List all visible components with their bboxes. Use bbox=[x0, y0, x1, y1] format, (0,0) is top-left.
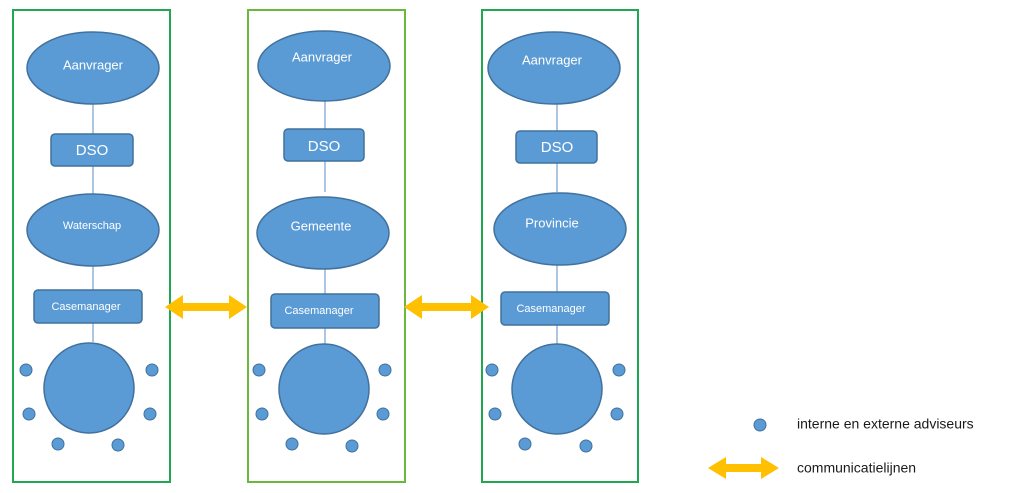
advisor-dot bbox=[612, 363, 626, 377]
advisor-dot bbox=[255, 407, 269, 421]
column-gemeente: Aanvrager DSO Gemeente Casemanager bbox=[247, 9, 406, 483]
authority-node: Gemeente bbox=[256, 196, 390, 270]
column-waterschap: Aanvrager DSO Waterschap Casemanager bbox=[12, 9, 171, 483]
advisor-dot bbox=[285, 437, 299, 451]
applicant-node: Aanvrager bbox=[257, 30, 391, 102]
advisor-dot bbox=[252, 363, 266, 377]
dso-node: DSO bbox=[515, 130, 598, 164]
advisory-table bbox=[511, 343, 603, 435]
advisor-dot bbox=[376, 407, 390, 421]
legend-advisors-label: interne en externe adviseurs bbox=[797, 416, 974, 432]
advisor-dot bbox=[488, 407, 502, 421]
applicant-node: Aanvrager bbox=[487, 31, 621, 105]
legend: interne en externe adviseurs communicati… bbox=[708, 416, 974, 479]
advisory-group bbox=[485, 343, 626, 453]
advisor-dot bbox=[518, 437, 532, 451]
advisor-dot bbox=[145, 363, 159, 377]
casemanager-node: Casemanager bbox=[500, 291, 610, 326]
column-frame bbox=[12, 9, 171, 483]
dso-node: DSO bbox=[283, 128, 365, 162]
authority-node: Provincie bbox=[493, 192, 627, 266]
column-frame bbox=[247, 9, 406, 483]
casemanager-label: Casemanager bbox=[516, 303, 585, 315]
casemanager-label: Casemanager bbox=[51, 301, 120, 313]
dso-label: DSO bbox=[541, 139, 574, 156]
advisory-group bbox=[252, 343, 392, 453]
legend-arrow-icon bbox=[708, 457, 779, 479]
column-frame bbox=[481, 9, 639, 483]
communication-arrow-right bbox=[404, 295, 489, 319]
advisor-dot bbox=[111, 438, 125, 452]
authority-label: Provincie bbox=[525, 215, 578, 230]
column-provincie: Aanvrager DSO Provincie Casemanager bbox=[481, 9, 639, 483]
applicant-label: Aanvrager bbox=[63, 57, 124, 72]
advisory-table bbox=[278, 343, 370, 435]
casemanager-node: Casemanager bbox=[33, 289, 143, 324]
dso-label: DSO bbox=[76, 142, 109, 159]
applicant-label: Aanvrager bbox=[522, 52, 583, 67]
advisor-dot bbox=[485, 363, 499, 377]
advisor-dot bbox=[610, 407, 624, 421]
casemanager-label: Casemanager bbox=[284, 305, 353, 317]
legend-communication-label: communicatielijnen bbox=[797, 460, 916, 476]
advisor-dot bbox=[579, 439, 593, 453]
applicant-label: Aanvrager bbox=[292, 49, 353, 64]
advisor-dot bbox=[51, 437, 65, 451]
authority-label: Gemeente bbox=[291, 218, 352, 233]
applicant-node: Aanvrager bbox=[26, 31, 160, 105]
advisor-dot bbox=[22, 407, 36, 421]
advisory-group bbox=[19, 342, 159, 452]
authority-label: Waterschap bbox=[63, 220, 121, 232]
legend-advisor-dot bbox=[753, 418, 767, 432]
advisor-dot bbox=[19, 363, 33, 377]
advisor-dot bbox=[378, 363, 392, 377]
advisor-dot bbox=[345, 439, 359, 453]
advisor-dot bbox=[143, 407, 157, 421]
casemanager-node: Casemanager bbox=[270, 293, 380, 329]
communication-arrow-left bbox=[165, 295, 247, 319]
dso-node: DSO bbox=[50, 133, 134, 167]
authority-node: Waterschap bbox=[26, 193, 160, 267]
dso-label: DSO bbox=[308, 138, 341, 155]
advisory-table bbox=[43, 342, 135, 434]
